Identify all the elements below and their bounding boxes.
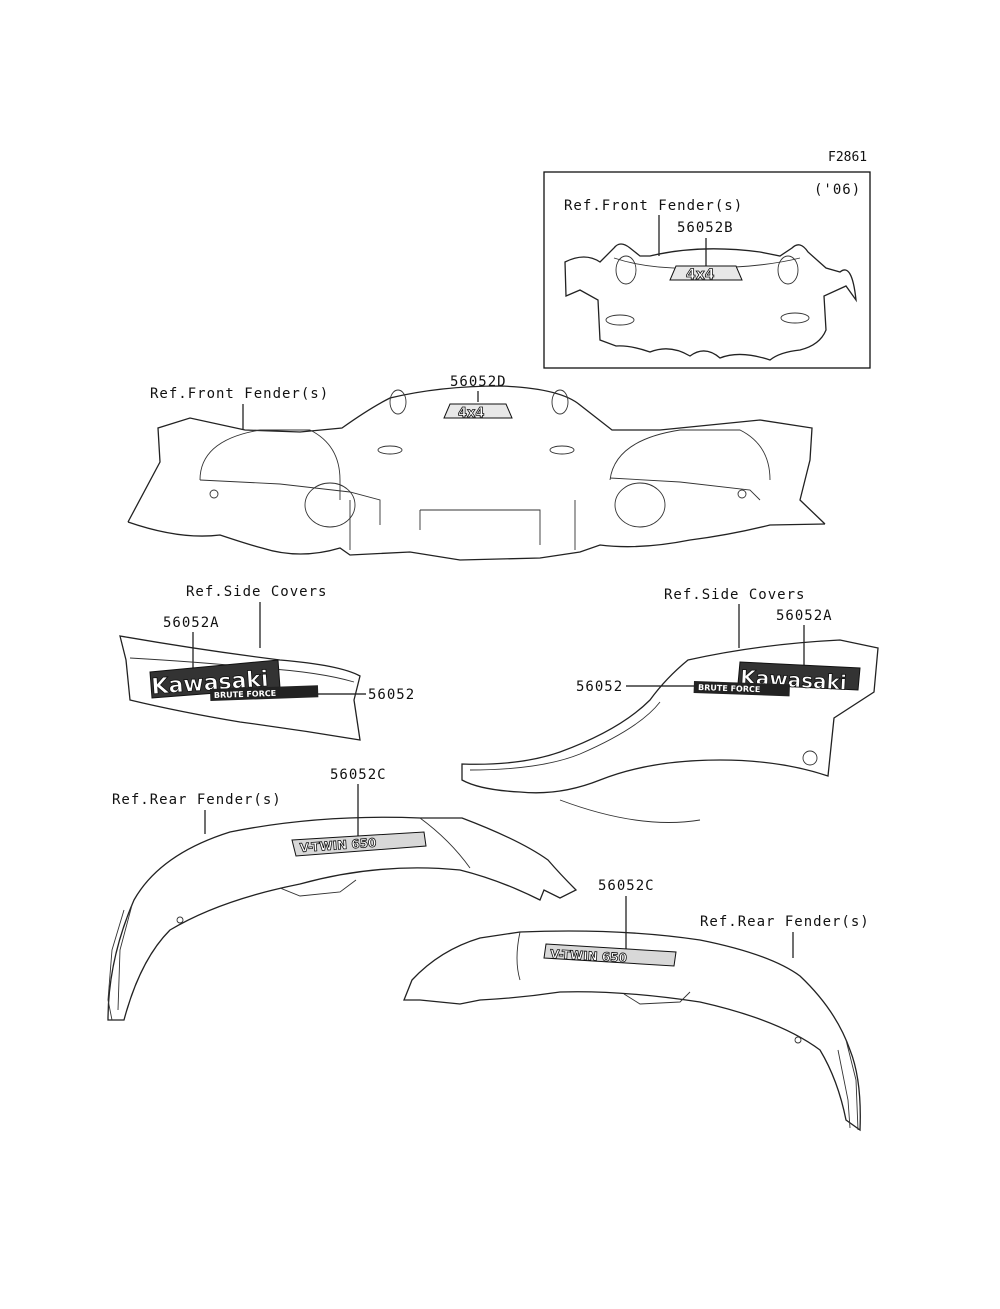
rear-fender-right-group: 56052C Ref.Rear Fender(s) V-TWIN 650 bbox=[403, 878, 870, 1132]
rear-right-vtwin-decal: V-TWIN 650 bbox=[543, 943, 677, 967]
svg-text:V-TWIN 650: V-TWIN 650 bbox=[550, 947, 627, 965]
side-left-cover-outline bbox=[119, 635, 361, 741]
inset-2006: ('06) Ref.Front Fender(s) 56052B 4x4 bbox=[543, 171, 871, 369]
front-4x4-decal: 4x4 bbox=[443, 403, 513, 421]
front-left-lamp bbox=[389, 389, 407, 415]
svg-text:4x4: 4x4 bbox=[458, 406, 484, 421]
front-left-arch bbox=[199, 429, 341, 500]
front-fender-group: Ref.Front Fender(s) 56052D 4x4 bbox=[127, 374, 826, 561]
side-right-bruteforce-decal: BRUTE FORCE bbox=[693, 681, 790, 697]
front-ref-label: Ref.Front Fender(s) bbox=[150, 386, 329, 402]
figure-code: F2861 bbox=[828, 150, 867, 165]
side-right-lower-line bbox=[559, 799, 701, 823]
side-left-kawasaki-decal: Kawasaki bbox=[149, 659, 281, 700]
rear-right-ref-label: Ref.Rear Fender(s) bbox=[700, 914, 870, 930]
svg-text:BRUTE FORCE: BRUTE FORCE bbox=[698, 683, 761, 694]
inset-left-lamp bbox=[615, 255, 637, 285]
rear-left-ref-label: Ref.Rear Fender(s) bbox=[112, 792, 282, 808]
rear-left-part-number: 56052C bbox=[330, 767, 387, 783]
inset-4x4-decal: 4x4 bbox=[669, 265, 743, 283]
front-right-vent bbox=[549, 445, 575, 455]
rear-right-part-number: 56052C bbox=[598, 878, 655, 894]
svg-text:V-TWIN 650: V-TWIN 650 bbox=[299, 836, 377, 855]
rear-fender-left-group: 56052C Ref.Rear Fender(s) V-TWIN 650 bbox=[107, 767, 578, 1021]
inset-ref-label: Ref.Front Fender(s) bbox=[564, 198, 743, 214]
svg-text:BRUTE FORCE: BRUTE FORCE bbox=[214, 689, 277, 700]
side-right-seat-line bbox=[469, 701, 661, 771]
side-left-part-a: 56052A bbox=[163, 615, 220, 631]
side-right-part-a: 56052A bbox=[776, 608, 833, 624]
front-body-bottom bbox=[127, 521, 826, 561]
front-left-wheel-hint bbox=[304, 482, 356, 528]
inset-part-number: 56052B bbox=[677, 220, 734, 236]
front-center-frame bbox=[349, 500, 576, 550]
rear-right-bolt bbox=[794, 1036, 802, 1044]
rear-right-fender-outline bbox=[403, 930, 861, 1132]
side-left-ref-label: Ref.Side Covers bbox=[186, 584, 327, 600]
rear-left-bolt bbox=[176, 916, 184, 924]
rear-left-fender-crease bbox=[419, 817, 471, 869]
front-left-rail bbox=[199, 479, 381, 525]
rear-left-fender-edge bbox=[107, 904, 133, 1021]
inset-frame bbox=[543, 171, 871, 369]
inset-left-vent bbox=[605, 314, 635, 326]
side-left-bruteforce-decal: BRUTE FORCE bbox=[210, 685, 319, 701]
rear-left-fender-mount bbox=[279, 879, 357, 897]
rear-right-fender-crease bbox=[516, 931, 521, 981]
side-right-bolt bbox=[802, 750, 818, 766]
rear-left-fender-outline bbox=[107, 816, 578, 1021]
front-right-bolt bbox=[737, 489, 747, 499]
side-cover-left-group: Ref.Side Covers 56052A 56052 Kawasaki BR… bbox=[119, 584, 415, 741]
front-body-top bbox=[127, 385, 826, 525]
inset-right-vent bbox=[780, 312, 810, 324]
side-left-part: 56052 bbox=[368, 687, 415, 703]
inset-fender-outline bbox=[564, 243, 857, 361]
front-right-wheel-hint bbox=[614, 482, 666, 528]
front-right-rail bbox=[609, 477, 761, 501]
front-right-arch bbox=[609, 429, 771, 481]
rear-left-vtwin-decal: V-TWIN 650 bbox=[291, 831, 427, 857]
front-right-lamp bbox=[551, 389, 569, 415]
svg-text:4x4: 4x4 bbox=[686, 267, 715, 283]
side-cover-right-group: Ref.Side Covers 56052A 56052 Kawasaki BR… bbox=[461, 587, 879, 823]
front-left-vent bbox=[377, 445, 403, 455]
side-right-part: 56052 bbox=[576, 679, 623, 695]
side-right-cover-outline bbox=[461, 639, 879, 794]
inset-right-lamp bbox=[777, 255, 799, 285]
rear-right-fender-edge bbox=[837, 1039, 859, 1131]
side-right-ref-label: Ref.Side Covers bbox=[664, 587, 805, 603]
inset-year: ('06) bbox=[814, 182, 861, 198]
front-left-bolt bbox=[209, 489, 219, 499]
rear-right-fender-mount bbox=[623, 991, 691, 1005]
